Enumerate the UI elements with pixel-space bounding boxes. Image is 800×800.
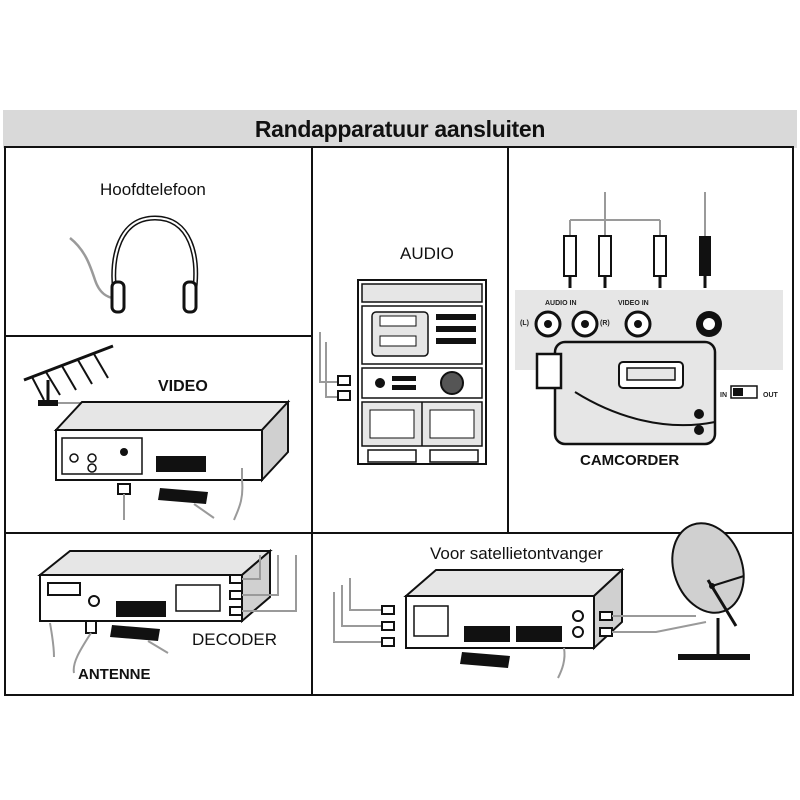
satellite-receiver-illustration <box>333 522 750 679</box>
decoder-label: DECODER <box>192 630 278 649</box>
divider-vertical-bottom <box>311 532 313 696</box>
headphones-illustration <box>69 215 199 314</box>
divider-vertical-left <box>311 146 313 534</box>
camcorder-left-label: (L) <box>520 320 529 327</box>
headphones-label: Hoofdtelefoon <box>100 180 206 199</box>
page-title: Randapparatuur aansluiten <box>254 115 546 142</box>
divider-horizontal-bottom <box>4 532 794 534</box>
audio-label: AUDIO <box>400 244 454 263</box>
camcorder-right-label: (R) <box>600 320 610 327</box>
audio-system-illustration <box>319 279 487 465</box>
title-bar: Randapparatuur aansluiten <box>3 110 797 148</box>
switch-in-label: IN <box>720 392 727 399</box>
camcorder-illustration <box>515 192 783 446</box>
video-label: VIDEO <box>158 378 208 395</box>
antenna-label: ANTENNE <box>78 666 151 683</box>
switch-out-label: OUT <box>763 392 778 399</box>
divider-horizontal-left <box>4 335 313 337</box>
camcorder-video-in-label: VIDEO IN <box>618 300 649 307</box>
decoder-recorder-illustration <box>37 548 297 674</box>
camcorder-audio-in-label: AUDIO IN <box>545 300 577 307</box>
camcorder-label: CAMCORDER <box>580 452 680 469</box>
panel-frame <box>4 146 794 696</box>
satellite-label: Voor satellietontvanger <box>430 544 603 563</box>
divider-vertical-right <box>507 146 509 534</box>
video-recorder-illustration <box>23 344 291 521</box>
